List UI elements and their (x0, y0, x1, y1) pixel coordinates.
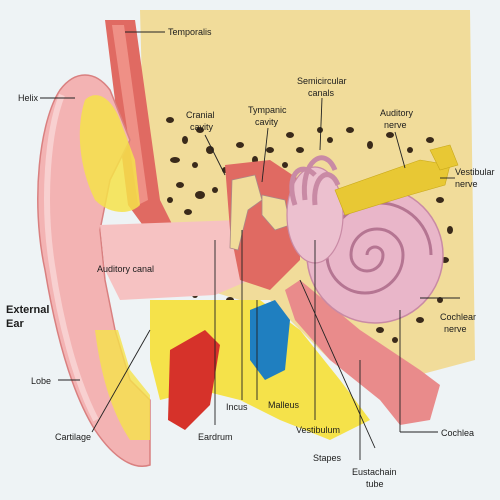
label-semicircular-canals-2: canals (308, 88, 335, 98)
label-auditory-nerve-1: Auditory (380, 108, 414, 118)
label-external-ear-1: External (6, 304, 49, 316)
label-cochlea: Cochlea (441, 428, 474, 438)
label-auditory-nerve-2: nerve (384, 120, 407, 130)
label-cochlear-nerve-1: Cochlear (440, 312, 476, 322)
pinna-cartilage (79, 95, 140, 212)
temporalis-highlight (112, 25, 148, 205)
label-vestibulum: Vestibulum (296, 425, 340, 435)
parotid-muscle (168, 330, 220, 430)
label-temporalis: Temporalis (168, 27, 212, 37)
label-lobe: Lobe (31, 376, 51, 386)
jugular-vessel (250, 300, 290, 380)
label-incus: Incus (226, 402, 248, 412)
malleus-bone (261, 194, 291, 231)
label-cochlear-nerve-2: nerve (444, 324, 467, 334)
lower-cartilage (95, 330, 150, 440)
label-external-ear-2: Ear (6, 318, 24, 330)
label-tympanic-cavity-2: cavity (255, 117, 279, 127)
semicircular-canals-shape (289, 155, 341, 206)
label-helix: Helix (18, 93, 39, 103)
label-eustachian-tube-2: tube (366, 479, 384, 489)
auditory-canal-shape (100, 220, 250, 300)
label-stapes: Stapes (313, 453, 342, 463)
nerve-bundle (334, 144, 459, 216)
label-cranial-cavity-2: cavity (190, 122, 214, 132)
leader-lines (40, 31, 460, 460)
label-malleus: Malleus (268, 400, 300, 410)
label-auditory-canal: Auditory canal (97, 264, 154, 274)
label-vestibular-nerve-1: Vestibular (455, 167, 495, 177)
label-semicircular-canals-1: Semicircular (297, 76, 347, 86)
label-tympanic-cavity-1: Tympanic (248, 105, 287, 115)
label-vestibular-nerve-2: nerve (455, 179, 478, 189)
label-eustachian-tube-1: Eustachain (352, 467, 397, 477)
incus-bone (229, 174, 263, 251)
helix-rim (44, 93, 99, 422)
label-cartilage: Cartilage (55, 432, 91, 442)
label-eardrum: Eardrum (198, 432, 233, 442)
label-cranial-cavity-1: Cranial (186, 110, 215, 120)
eustachian-tube-shape (285, 280, 440, 425)
